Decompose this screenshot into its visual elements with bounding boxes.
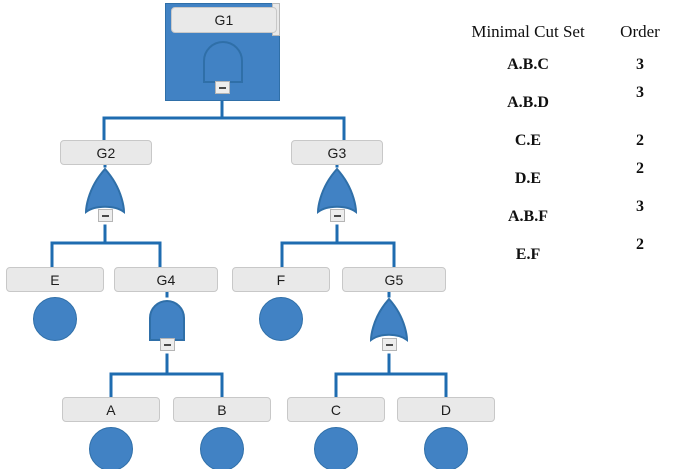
table-row: A.B.C 3 [452,56,685,94]
cutset-order: 2 [636,132,644,149]
gate-or-g2[interactable] [82,166,128,216]
cutset-order: 2 [636,160,644,177]
node-g2-label: G2 [96,144,116,161]
cutset-value: A.B.C [507,56,549,73]
node-g4-label: G4 [156,271,176,288]
basic-event-c[interactable] [314,427,358,469]
node-c[interactable]: C [287,397,385,422]
node-d[interactable]: D [397,397,495,422]
collapse-toggle-g5[interactable] [382,338,397,351]
cutset-value: D.E [514,170,542,187]
node-f[interactable]: F [232,267,330,292]
node-e[interactable]: E [6,267,104,292]
node-g5-label: G5 [384,271,404,288]
node-a[interactable]: A [62,397,160,422]
minimal-cut-set-table: Minimal Cut Set Order A.B.C 3 A.B.D 3 C.… [452,22,685,284]
cutset-header-order: Order [620,22,660,41]
table-row: C.E 2 [452,132,685,170]
cutset-order: 3 [636,84,644,101]
cutset-value: E.F [515,246,541,263]
node-g5[interactable]: G5 [342,267,446,292]
collapse-toggle-g1[interactable] [215,81,230,94]
cutset-table-header-row: Minimal Cut Set Order [452,22,685,42]
gate-or-g3[interactable] [314,166,360,216]
collapse-toggle-g3[interactable] [330,209,345,222]
cutset-header-set: Minimal Cut Set [471,22,585,41]
basic-event-b[interactable] [200,427,244,469]
table-row: D.E 2 [452,160,685,208]
cutset-value: A.B.D [507,94,549,111]
collapse-toggle-g4[interactable] [160,338,175,351]
node-a-label: A [106,401,116,418]
table-row: E.F 2 [452,236,685,284]
table-row: A.B.F 3 [452,198,685,246]
node-e-label: E [50,271,60,288]
basic-event-d[interactable] [424,427,468,469]
collapse-toggle-g2[interactable] [98,209,113,222]
node-g3[interactable]: G3 [291,140,383,165]
node-g4[interactable]: G4 [114,267,218,292]
node-d-label: D [440,401,452,418]
table-row: A.B.D 3 [452,84,685,132]
fault-tree-diagram: G1 G2 G3 E [6,3,495,469]
node-b[interactable]: B [173,397,271,422]
gate-and-g4[interactable] [146,296,188,342]
cutset-order: 3 [636,198,644,215]
basic-event-f[interactable] [259,297,303,341]
cutset-value: C.E [514,132,542,149]
node-g2[interactable]: G2 [60,140,152,165]
node-g3-label: G3 [327,144,347,161]
cutset-value: A.B.F [508,208,548,225]
node-f-label: F [276,271,286,288]
gate-or-g5[interactable] [367,296,411,344]
node-c-label: C [330,401,342,418]
cutset-order: 3 [636,56,644,73]
node-b-label: B [217,401,227,418]
node-g1[interactable]: G1 [171,7,277,33]
basic-event-e[interactable] [33,297,77,341]
gate-and-g1[interactable] [200,38,246,84]
basic-event-a[interactable] [89,427,133,469]
cutset-order: 2 [636,236,644,253]
node-g1-label: G1 [214,12,234,28]
